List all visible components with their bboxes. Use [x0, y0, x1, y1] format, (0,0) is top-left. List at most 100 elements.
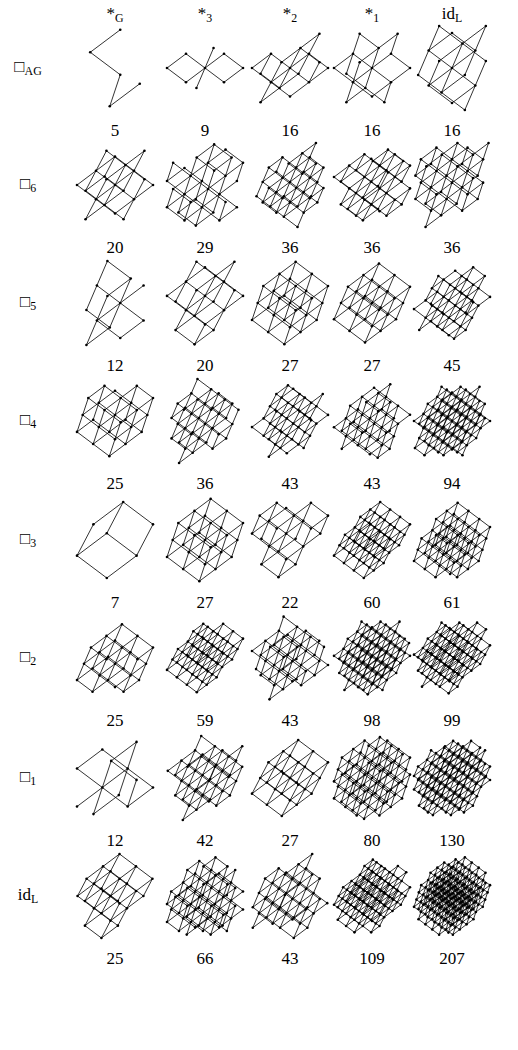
lattice-point — [146, 414, 149, 417]
lattice-point — [260, 537, 263, 540]
lattice-point — [373, 422, 376, 425]
cover-edge — [473, 267, 485, 276]
cover-edge — [356, 291, 372, 303]
lattice-point — [193, 510, 196, 513]
cover-edge — [270, 415, 282, 424]
lattice-point — [438, 60, 441, 63]
cover-edge — [186, 54, 205, 68]
lattice-point — [297, 443, 300, 446]
lattice-point — [440, 400, 443, 403]
lattice-point — [418, 329, 421, 332]
lattice-point — [96, 284, 99, 287]
lattice-point — [466, 170, 469, 173]
lattice-point — [255, 195, 258, 198]
cover-edge — [261, 54, 271, 74]
lattice-point — [461, 454, 464, 457]
cover-edge — [282, 389, 294, 398]
lattice-point — [378, 210, 381, 213]
cover-edge — [167, 282, 186, 296]
cover-edge — [341, 204, 356, 215]
cover-edge — [77, 556, 107, 578]
cover-edge — [275, 436, 287, 445]
cover-edge — [274, 315, 290, 327]
lattice-point — [482, 158, 485, 161]
lattice-point — [364, 295, 367, 298]
cover-edge — [312, 274, 328, 286]
lattice-point — [368, 551, 371, 554]
lattice-point — [108, 455, 111, 458]
cover-edge — [355, 520, 365, 527]
cover-edge — [379, 34, 398, 48]
cover-edge — [96, 185, 115, 199]
lattice-point — [370, 180, 373, 183]
lattice-point — [322, 187, 325, 190]
lattice-point — [365, 401, 368, 404]
lattice-point — [371, 278, 374, 281]
lattice-point — [385, 169, 388, 172]
lattice-point — [378, 285, 381, 288]
lattice-point — [393, 274, 396, 277]
lattice-point — [478, 414, 481, 417]
lattice-point — [242, 295, 245, 298]
lattice-point — [198, 556, 201, 559]
cover-edge — [86, 191, 105, 205]
lattice-point — [152, 523, 155, 526]
cover-edge — [224, 296, 243, 310]
cover-edge — [375, 520, 385, 527]
cover-edge — [86, 286, 97, 311]
cover-edge — [221, 528, 237, 540]
cover-edge — [202, 207, 219, 220]
cover-edge — [364, 154, 379, 165]
cover-edge — [83, 415, 99, 427]
cover-edge — [252, 534, 269, 547]
cover-edge — [275, 418, 287, 427]
cover-edge — [184, 181, 201, 194]
lattice-point — [327, 414, 330, 417]
lattice-point — [124, 443, 127, 446]
cover-edge — [468, 148, 484, 160]
cover-edge — [196, 276, 215, 290]
lattice-point — [442, 425, 445, 428]
lattice-point — [262, 285, 265, 288]
lattice-point — [299, 307, 302, 310]
lattice-point — [363, 176, 366, 179]
lattice-point — [464, 388, 467, 391]
lattice-point — [195, 260, 198, 263]
lattice-point — [318, 33, 321, 36]
lattice-point — [262, 417, 265, 420]
lattice-point — [371, 95, 374, 98]
lattice-point — [223, 52, 226, 55]
cover-edge — [442, 93, 465, 111]
cover-edge — [447, 199, 463, 211]
cover-edge — [395, 154, 410, 165]
lattice-point — [364, 448, 367, 451]
cover-edge — [77, 171, 96, 185]
cover-edge — [216, 545, 232, 557]
lattice-point — [465, 278, 468, 281]
lattice-point — [311, 273, 314, 276]
cover-edge — [418, 75, 441, 93]
cover-edge — [183, 569, 199, 581]
lattice-point — [333, 176, 336, 179]
cover-edge — [77, 185, 96, 199]
lattice-point — [95, 198, 98, 201]
cover-edge — [452, 183, 468, 195]
cover-edge — [275, 415, 281, 427]
cover-edge — [473, 276, 485, 285]
lattice-point — [236, 539, 239, 542]
lattice-point — [427, 84, 430, 87]
cover-edge — [388, 291, 404, 303]
lattice-point — [459, 290, 462, 293]
lattice-point — [280, 61, 283, 64]
lattice-point — [135, 554, 138, 557]
cover-edge — [353, 34, 360, 54]
lattice-point — [432, 405, 435, 408]
lattice-point — [218, 193, 221, 196]
lattice-point — [349, 422, 352, 425]
lattice-point — [355, 214, 358, 217]
lattice-point — [273, 290, 276, 293]
lattice-point — [485, 60, 488, 63]
lattice-point — [472, 301, 475, 304]
cover-edge — [372, 54, 391, 68]
lattice-point — [310, 401, 313, 404]
